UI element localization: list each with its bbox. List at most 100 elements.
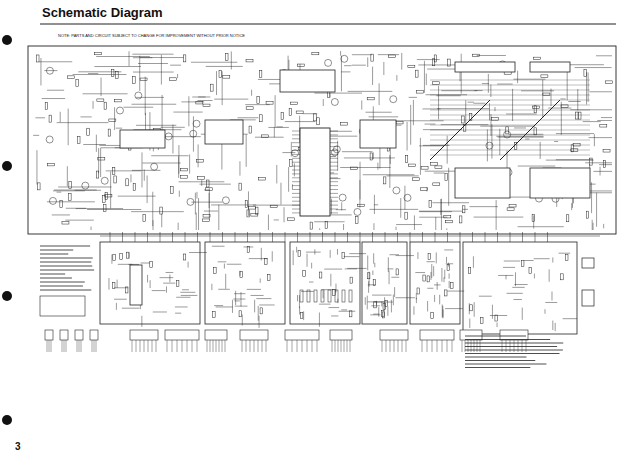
bus-wire bbox=[247, 232, 248, 242]
wire bbox=[256, 298, 271, 299]
resistor-symbol bbox=[207, 180, 210, 187]
note-line bbox=[465, 367, 530, 368]
wire bbox=[395, 297, 414, 298]
ic-pin bbox=[292, 154, 300, 155]
part-outline bbox=[380, 330, 408, 340]
part-lead bbox=[246, 340, 247, 352]
wire bbox=[166, 286, 167, 292]
bus-wire bbox=[460, 232, 461, 242]
bus-wire bbox=[185, 232, 186, 242]
wire bbox=[518, 166, 556, 167]
wire bbox=[373, 223, 374, 230]
wire bbox=[588, 72, 589, 102]
resistor-symbol bbox=[408, 65, 415, 68]
wire bbox=[83, 144, 106, 145]
wire bbox=[191, 62, 237, 63]
wire bbox=[545, 302, 557, 303]
bus-wire bbox=[172, 232, 173, 242]
bus-wire bbox=[430, 135, 590, 136]
resistor-symbol bbox=[251, 214, 258, 217]
resistor-symbol bbox=[413, 178, 420, 181]
resistor-symbol bbox=[96, 171, 99, 178]
wire bbox=[111, 255, 112, 264]
wire bbox=[396, 227, 397, 230]
resistor-symbol bbox=[561, 105, 568, 108]
wire bbox=[420, 138, 421, 175]
wire bbox=[150, 280, 151, 288]
wire bbox=[344, 65, 351, 66]
wire bbox=[214, 305, 223, 306]
wire bbox=[246, 134, 247, 166]
binder-hole bbox=[2, 35, 12, 45]
ic-pin bbox=[292, 201, 300, 202]
resistor-symbol bbox=[213, 311, 216, 317]
wire bbox=[191, 202, 222, 203]
resistor-symbol bbox=[532, 106, 539, 109]
part-lead bbox=[406, 340, 407, 352]
text: NOTE: PARTS AND CIRCUIT SUBJECT TO CHANG… bbox=[58, 33, 245, 38]
wire bbox=[132, 104, 177, 105]
wire bbox=[437, 282, 438, 290]
wire bbox=[442, 304, 443, 317]
part-lead bbox=[51, 340, 52, 352]
schematic bbox=[28, 24, 616, 368]
wire bbox=[506, 275, 507, 279]
part-outline bbox=[45, 330, 53, 340]
wire bbox=[53, 190, 85, 191]
ic-pin bbox=[292, 170, 300, 171]
wire bbox=[596, 55, 612, 56]
wire bbox=[323, 99, 324, 106]
part-outline bbox=[90, 330, 98, 340]
part-lead bbox=[132, 340, 133, 352]
resistor-symbol bbox=[197, 177, 204, 180]
wire bbox=[587, 192, 612, 193]
resistor-symbol bbox=[472, 54, 479, 57]
resistor-symbol bbox=[196, 101, 203, 104]
wire bbox=[468, 102, 474, 103]
wire bbox=[232, 300, 233, 313]
wire bbox=[212, 246, 225, 247]
resistor-symbol bbox=[120, 254, 123, 260]
resistor-symbol bbox=[143, 215, 146, 222]
wire bbox=[436, 252, 437, 263]
binder-hole bbox=[2, 415, 12, 425]
part-lead bbox=[307, 340, 308, 352]
bus-wire bbox=[347, 232, 348, 242]
wire bbox=[169, 275, 170, 283]
bus-wire bbox=[310, 232, 311, 242]
wire bbox=[54, 189, 97, 190]
wire bbox=[413, 100, 414, 125]
resistor-symbol bbox=[202, 219, 209, 222]
wire bbox=[222, 71, 223, 105]
wire bbox=[282, 152, 295, 153]
led-symbol bbox=[307, 290, 310, 302]
resistor-symbol bbox=[382, 312, 385, 318]
part-outline bbox=[165, 330, 199, 340]
note-line bbox=[40, 258, 93, 259]
wire bbox=[514, 284, 527, 285]
wire bbox=[413, 306, 414, 315]
wire bbox=[58, 186, 111, 187]
ic-pin bbox=[330, 138, 338, 139]
wire bbox=[556, 133, 594, 134]
wire bbox=[39, 61, 72, 62]
wire bbox=[559, 253, 571, 254]
resistor-symbol bbox=[104, 102, 107, 109]
bus-wire bbox=[447, 232, 448, 242]
ic-package bbox=[530, 62, 570, 72]
wire bbox=[233, 299, 245, 300]
resistor-symbol bbox=[507, 208, 514, 211]
resistor-symbol bbox=[111, 70, 114, 77]
wire bbox=[427, 261, 435, 262]
sub-board-outline bbox=[290, 242, 360, 324]
wire bbox=[189, 252, 207, 253]
wire bbox=[438, 86, 439, 120]
transistor-symbol bbox=[151, 163, 158, 170]
part-outline bbox=[330, 330, 352, 340]
ic-pin bbox=[292, 134, 300, 135]
wire bbox=[175, 313, 181, 314]
wire bbox=[377, 163, 378, 170]
resistor-symbol bbox=[421, 167, 428, 170]
resistor-symbol bbox=[113, 254, 116, 260]
wire bbox=[35, 117, 45, 118]
